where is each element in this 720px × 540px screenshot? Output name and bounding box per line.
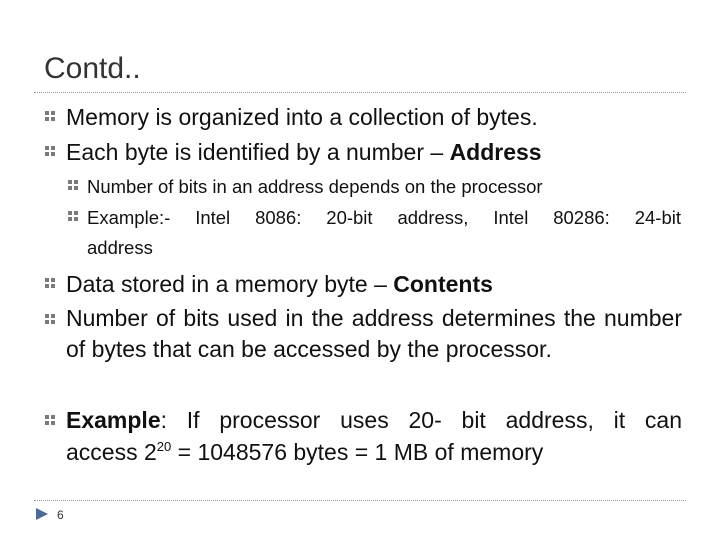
bullet-text-plain: : If processor uses 20- bit address, it … xyxy=(160,407,682,433)
bullet-text-plain: = 1048576 bytes = 1 MB of memory xyxy=(171,439,544,465)
square-bullet-icon xyxy=(45,111,55,121)
bullet-text-plain: access 2 xyxy=(66,439,157,465)
square-bullet-icon xyxy=(45,415,55,425)
square-bullet-icon xyxy=(45,278,55,288)
footer-divider xyxy=(34,500,686,501)
bullet-text: Data stored in a memory byte – Contents xyxy=(66,267,682,301)
bullet-text-plain: Data stored in a memory byte – xyxy=(66,271,394,297)
bullet-line: Example: If processor uses 20- bit addre… xyxy=(66,404,682,436)
sub-bullet-line: Example:- Intel 8086: 20-bit address, In… xyxy=(87,207,681,228)
square-bullet-icon xyxy=(68,211,78,221)
page-number: 6 xyxy=(57,508,64,522)
bullet-text: Each byte is identified by a number – Ad… xyxy=(66,135,682,169)
bullet-text-bold: Address xyxy=(449,139,542,165)
slide-title: Contd.. xyxy=(44,52,141,85)
square-bullet-icon xyxy=(45,314,55,324)
triangle-marker-icon xyxy=(36,508,48,520)
bullet-text: Example: If processor uses 20- bit addre… xyxy=(66,404,682,468)
bullet-text-plain: Each byte is identified by a number – xyxy=(66,139,450,165)
bullet-text-bold: Contents xyxy=(393,271,493,297)
square-bullet-icon xyxy=(68,180,78,190)
sub-bullet-line: address xyxy=(87,237,153,258)
sub-bullet-text: Number of bits in an address depends on … xyxy=(87,176,543,197)
bullet-text: Memory is organized into a collection of… xyxy=(66,104,538,130)
square-bullet-icon xyxy=(45,146,55,156)
bullet-text: Number of bits used in the address deter… xyxy=(66,305,682,362)
bullet-line: access 220 = 1048576 bytes = 1 MB of mem… xyxy=(66,436,682,468)
sub-bullet-text: Example:- Intel 8086: 20-bit address, In… xyxy=(87,203,681,263)
title-divider xyxy=(34,92,686,93)
bullet-text-bold: Example xyxy=(66,407,161,433)
exponent: 20 xyxy=(156,439,172,454)
